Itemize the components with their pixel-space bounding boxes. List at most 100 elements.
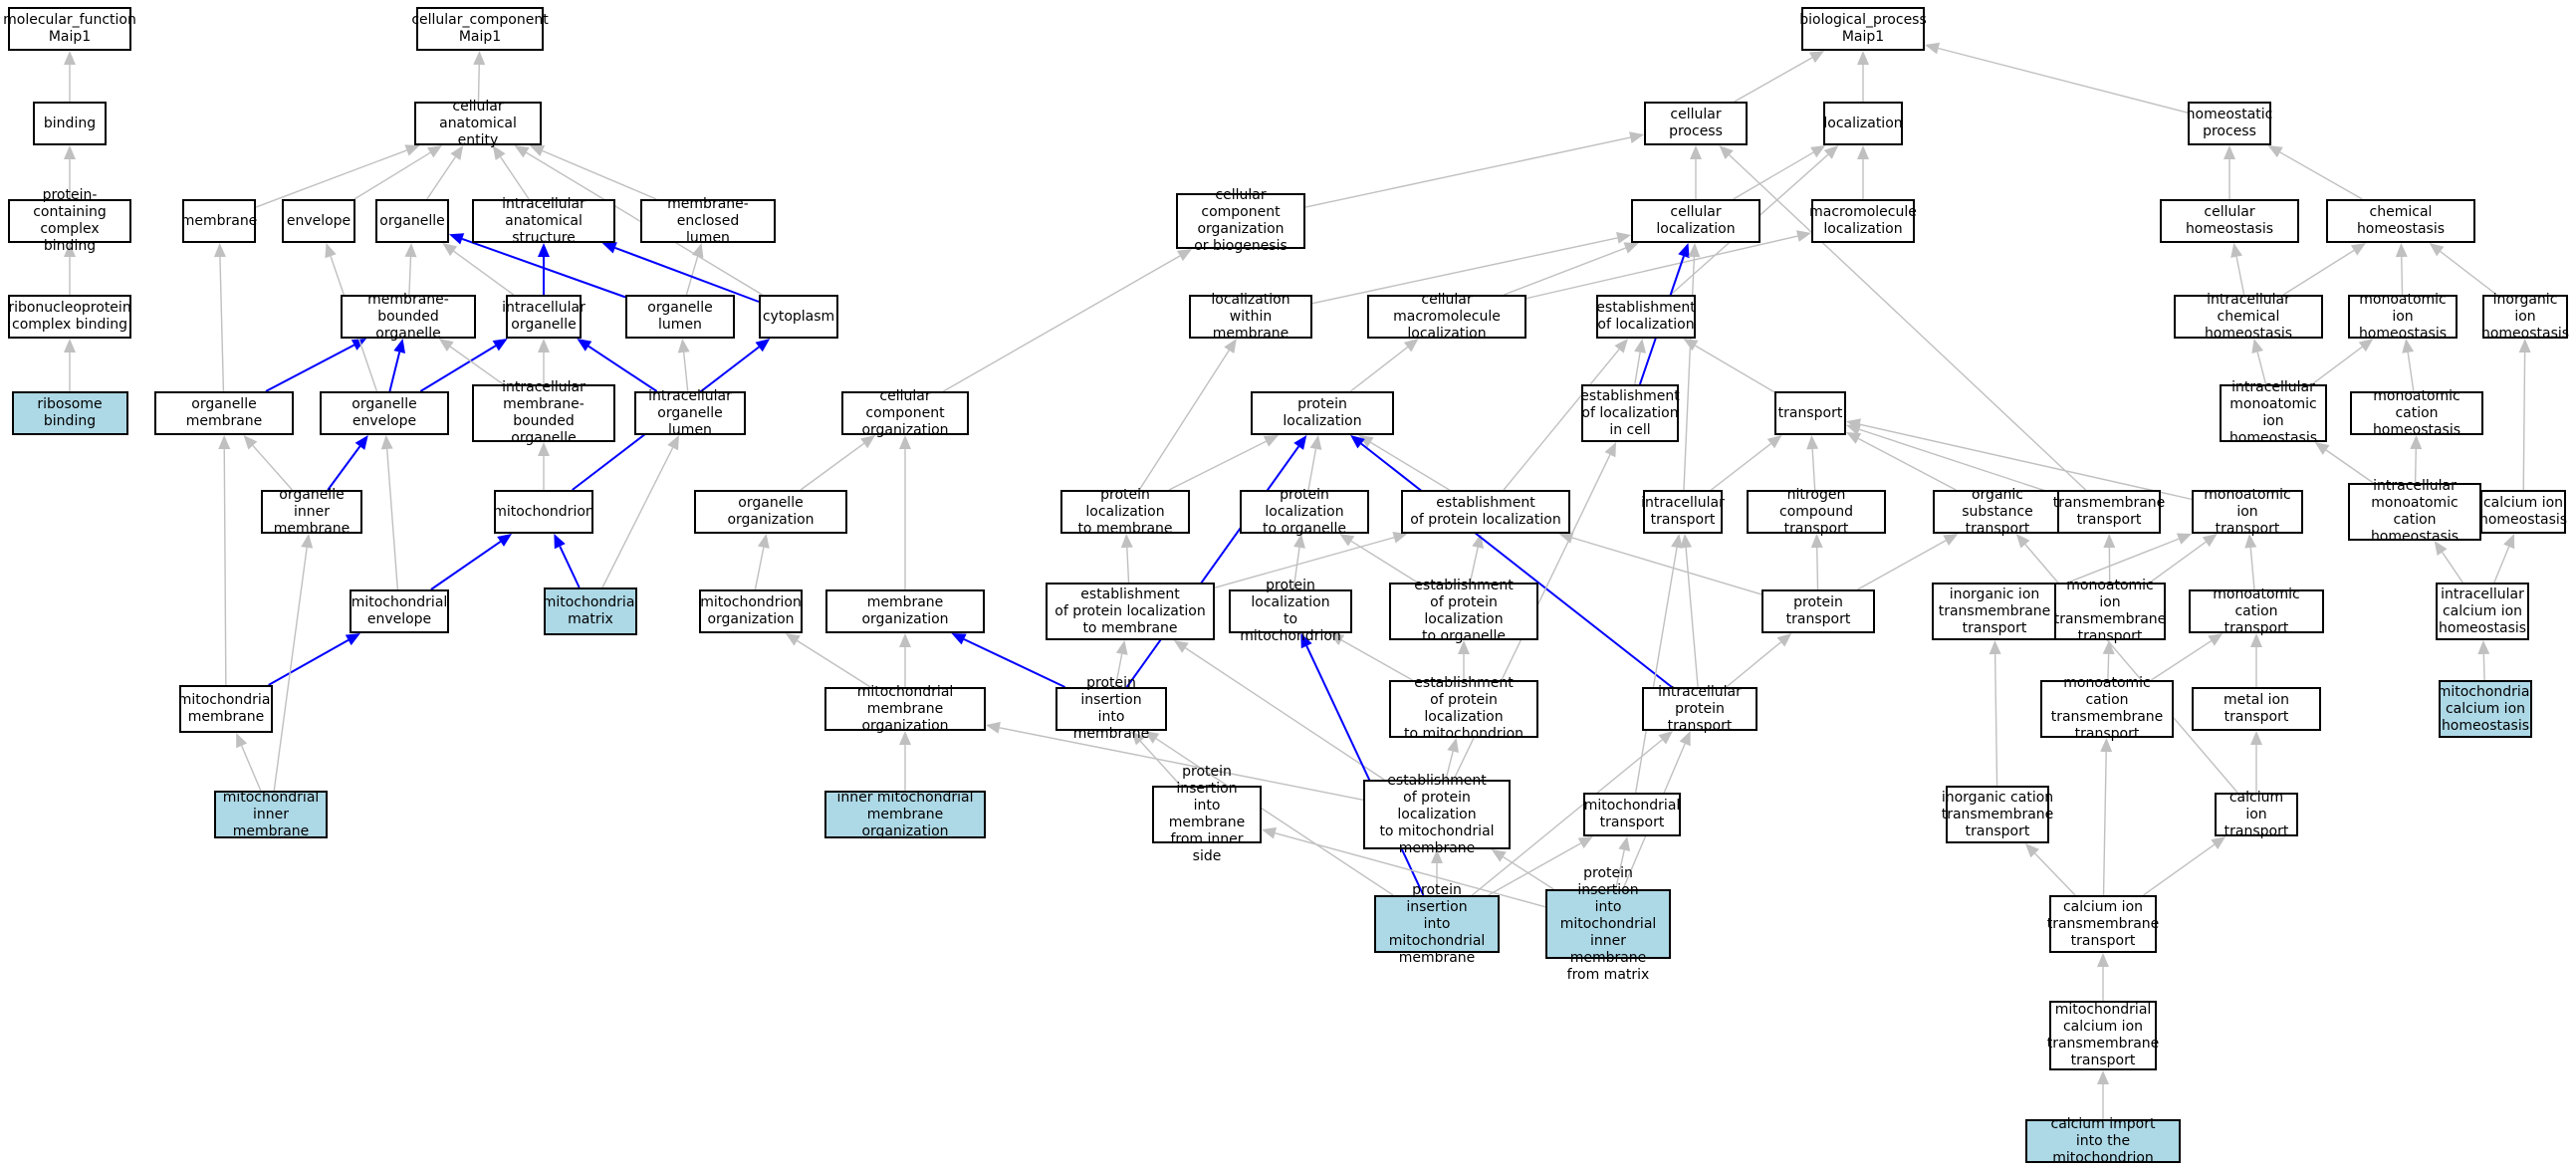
go-term-pcb: protein-containing complex binding: [8, 187, 131, 254]
go-term-mitt: monoatomic ion transmembrane transport: [2053, 578, 2167, 644]
arrowhead-eol-to-loc: [1823, 145, 1839, 159]
arrowhead-mmatrix-to-iol: [667, 435, 679, 451]
edge-plto-to-pl: [1307, 448, 1317, 491]
edge-cae-to-cc: [477, 64, 480, 103]
edge-menv-to-oe: [386, 448, 399, 590]
arrowhead-pltm-to-lwm: [1224, 339, 1237, 354]
go-term-menv: mitochondrial envelope: [350, 589, 449, 633]
arrowhead-pltm-to-pl: [1263, 435, 1279, 447]
go-term-mit: monoatomic ion transport: [2192, 487, 2303, 537]
arrowhead-cimito-to-mcitt: [2097, 1070, 2109, 1084]
arrowhead-oim-to-oe: [354, 435, 368, 450]
go-term-ribo: ribosome binding: [11, 391, 128, 435]
go-term-mct: monoatomic cation transport: [2189, 586, 2324, 636]
arrowhead-mcih-to-icch: [2477, 640, 2490, 655]
go-term-bp: biological_process Maip1: [1799, 7, 1927, 51]
arrowhead-eolc-to-eol: [1634, 339, 1647, 353]
edge-citt-to-cit: [2143, 843, 2216, 896]
arrowhead-mmem-to-menv: [345, 633, 360, 646]
arrowhead-imch-to-mch: [2410, 435, 2423, 450]
arrowhead-mim-to-mmem: [236, 733, 248, 749]
arrowhead-mctt-to-mitt: [2102, 640, 2115, 655]
go-term-transport: transport: [1774, 391, 1846, 435]
arrowhead-cco-to-ccob: [1176, 249, 1193, 262]
arrowhead-oe-to-io: [492, 339, 508, 351]
arrowhead-epl-to-eol: [1614, 339, 1628, 353]
go-term-cytoplasm: cytoplasm: [759, 295, 838, 339]
edge-mo-to-oo: [754, 547, 765, 590]
edge-pimm-to-mt: [1488, 842, 1581, 896]
edge-layer: [64, 42, 2531, 1119]
edge-icatt-to-iitt: [1993, 653, 1998, 787]
edge-nct-to-transport: [1811, 448, 1816, 491]
go-term-imo: inner mitochondrial membrane organizatio…: [824, 790, 986, 839]
edge-pimm-to-pltmito: [1305, 645, 1425, 896]
go-term-cih: calcium ion homeostasis: [2479, 490, 2567, 534]
arrowhead-tmt-to-cp: [1719, 145, 1734, 159]
go-term-binding: binding: [33, 102, 107, 145]
edge-pltmito-to-plto: [1292, 547, 1300, 590]
edge-ichem-to-ch: [2235, 256, 2245, 296]
go-term-io: intracellular organelle: [502, 295, 585, 339]
go-term-epl: establishment of protein localization: [1401, 490, 1570, 534]
arrowhead-cp-to-bp: [1808, 51, 1825, 64]
go-term-pim: protein insertion into membrane: [1055, 675, 1167, 742]
arrowhead-ipt-to-it: [1680, 534, 1693, 549]
edge-oim-to-oe: [327, 445, 361, 491]
edge-cml-to-cl: [1504, 247, 1626, 296]
go-term-mito: mitochondrion: [493, 490, 594, 534]
go-term-epltm: establishment of protein localization to…: [1046, 583, 1215, 640]
arrowhead-ribo-to-rnpcb: [64, 339, 76, 352]
arrowhead-organelle-to-cae: [450, 145, 464, 160]
arrowhead-cit-to-mett: [2250, 731, 2262, 745]
edge-iol-to-ol: [683, 351, 689, 392]
arrowhead-binding-to-mf: [64, 51, 76, 65]
arrowhead-ias-to-cae: [492, 145, 506, 160]
go-term-ccob: cellular component organization or bioge…: [1176, 187, 1305, 254]
arrowhead-pcb-to-binding: [64, 145, 76, 159]
go-term-pl: protein localization: [1251, 391, 1394, 435]
go-term-ml: macromolecule localization: [1809, 199, 1917, 243]
go-term-ias: intracellular anatomical structure: [472, 196, 615, 246]
arrowhead-pimm-to-epltmm: [1431, 849, 1443, 863]
go-term-ch: cellular homeostasis: [2160, 199, 2299, 243]
edge-pimim-to-epltmm: [1503, 855, 1554, 890]
go-term-rnpcb: ribonucleoprotein complex binding: [8, 295, 131, 339]
go-term-mmatrix: mitochondrial matrix: [543, 587, 638, 635]
arrowhead-mo-to-oo: [757, 534, 770, 549]
go-term-envelope: envelope: [282, 199, 355, 243]
edge-pimis-to-pim: [1139, 740, 1182, 787]
go-term-pimim: protein insertion into mitochondrial inn…: [1545, 865, 1671, 983]
go-term-inih: inorganic ion homeostasis: [2480, 291, 2570, 342]
arrowhead-citt-to-cit: [2211, 836, 2226, 850]
arrowhead-iol-to-ol: [677, 339, 690, 353]
go-term-ol: organelle lumen: [625, 295, 735, 339]
go-term-pltmito: protein localization to mitochondrion: [1229, 578, 1352, 644]
go-term-mmo: mitochondrial membrane organization: [824, 684, 986, 734]
go-term-icatt: inorganic cation transmembrane transport: [1942, 786, 2053, 843]
go-term-ost: organic substance transport: [1933, 487, 2062, 537]
arrowhead-iitt-to-mit: [2176, 533, 2193, 545]
edge-oo-to-cco: [800, 442, 865, 491]
arrowhead-cl-to-cp: [1690, 145, 1702, 159]
go-term-mt: mitochondrial transport: [1583, 793, 1681, 836]
arrowhead-mcitt-to-citt: [2097, 953, 2109, 967]
arrowhead-chem-to-hp: [2267, 145, 2283, 158]
go-term-epltmm: establishment of protein localization to…: [1363, 773, 1511, 856]
edge-imch-to-imih: [2325, 449, 2374, 484]
arrowhead-iol-to-io: [577, 339, 592, 351]
arrowhead-mel-to-cae: [529, 144, 546, 156]
arrowhead-mch-to-mih: [2402, 339, 2415, 353]
go-term-iitt: inorganic ion transmembrane transport: [1932, 583, 2057, 640]
arrowhead-mett-to-mct: [2250, 633, 2262, 647]
arrowhead-pimm-to-mt: [1577, 836, 1593, 849]
edge-ipt-to-it: [1685, 547, 1699, 688]
go-term-cit: calcium ion transport: [2215, 790, 2298, 839]
arrowhead-lwm-to-cl: [1616, 232, 1631, 244]
arrowhead-oo-to-cco: [860, 435, 875, 449]
edge-om-to-membrane: [219, 256, 225, 392]
arrowhead-pimim-to-mt: [1618, 836, 1631, 851]
go-term-icch: intracellular calcium ion homeostasis: [2436, 583, 2529, 640]
arrowhead-icch-to-cih: [2503, 534, 2515, 550]
arrowhead-it-to-cl: [1688, 243, 1701, 258]
